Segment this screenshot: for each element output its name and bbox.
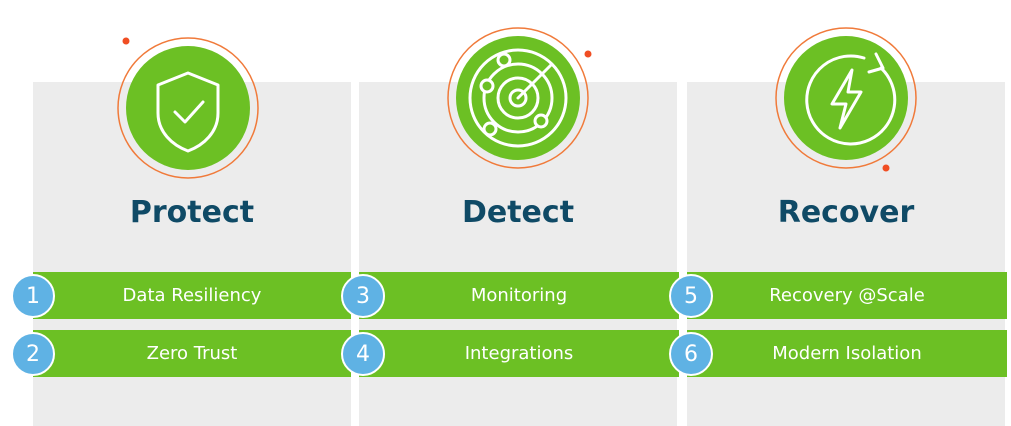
radar-icon <box>447 27 592 169</box>
detect-title: Detect <box>461 195 575 230</box>
integrations-bar: Integrations <box>359 330 679 377</box>
recovery-at-scale-bar: Recovery @Scale <box>687 272 1007 319</box>
number-badge-5: 5 <box>669 274 713 318</box>
recover-title: Recover <box>777 195 915 230</box>
zero-trust-bar: Zero Trust <box>33 330 351 377</box>
modern-isolation-bar: Modern Isolation <box>687 330 1007 377</box>
data-resiliency-bar: Data Resiliency <box>33 272 351 319</box>
protect-title: Protect <box>129 195 255 230</box>
shield-check-icon <box>117 37 259 179</box>
number-badge-3: 3 <box>341 274 385 318</box>
number-badge-1: 1 <box>11 274 55 318</box>
number-badge-6: 6 <box>669 332 713 376</box>
number-badge-2: 2 <box>11 332 55 376</box>
lightning-refresh-icon <box>775 27 917 172</box>
monitoring-bar: Monitoring <box>359 272 679 319</box>
number-badge-4: 4 <box>341 332 385 376</box>
